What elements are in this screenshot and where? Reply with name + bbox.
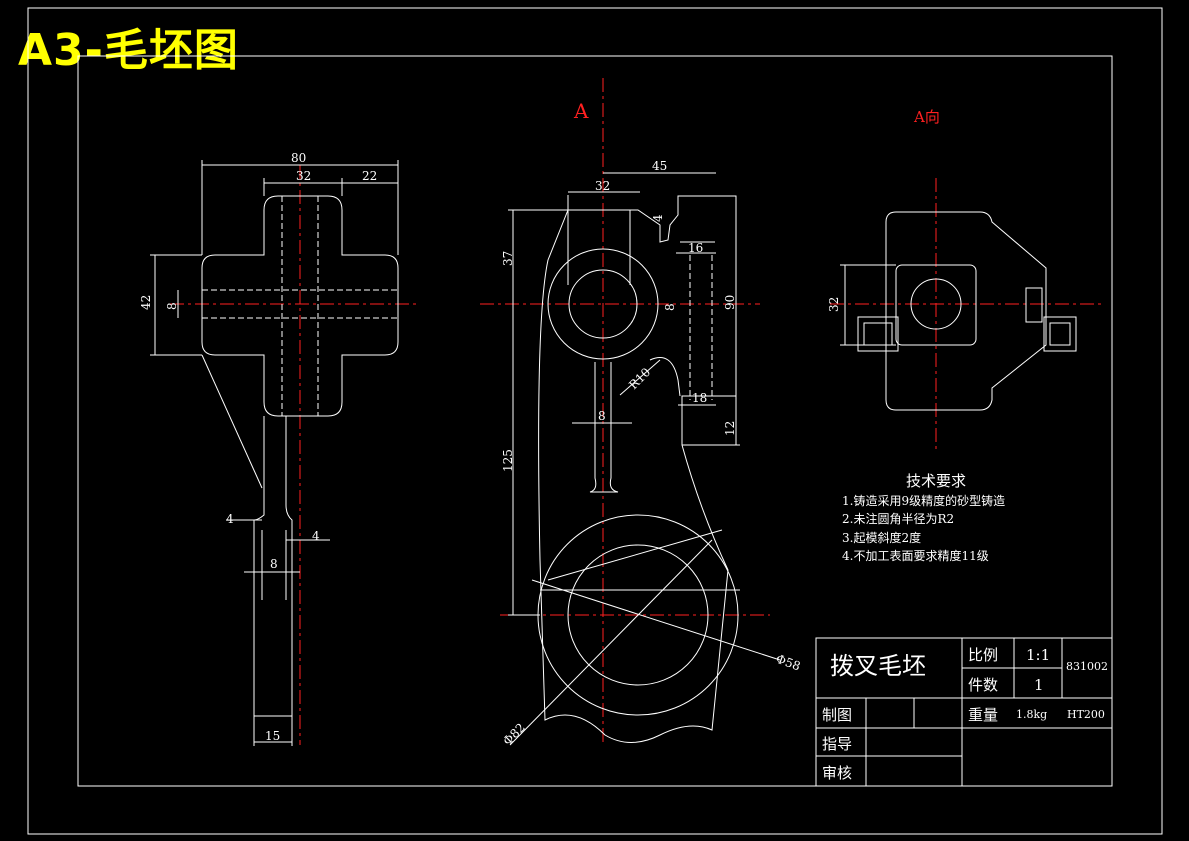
front-dim-8-rib: 8 — [598, 409, 606, 423]
scale-label: 比例 — [968, 646, 998, 664]
tech-requirement-2: 2.未注圆角半径为R2 — [842, 511, 954, 526]
title-block-text: 拨叉毛坯 比例 1:1 件数 1 831002 制图 重量 1.8kg HT20… — [822, 646, 1108, 782]
dim-22: 22 — [362, 169, 377, 183]
front-dim-4: 4 — [651, 214, 665, 222]
upper-boss-circle — [547, 248, 659, 360]
inner-frame — [77, 55, 1113, 787]
a-view-dim-32: 32 — [827, 297, 841, 312]
material: HT200 — [1067, 708, 1105, 721]
upper-hole-circle — [568, 269, 638, 339]
dim-4-left: 4 — [226, 512, 234, 526]
guide-label: 指导 — [822, 735, 852, 753]
dim-80: 80 — [291, 151, 306, 165]
front-body-outline — [538, 195, 737, 743]
review-label: 审核 — [822, 764, 852, 782]
front-dim-phi58: Φ58 — [774, 652, 802, 674]
scale-value: 1:1 — [1026, 646, 1050, 664]
drawing-number: 831002 — [1066, 660, 1108, 673]
quantity-label: 件数 — [968, 676, 998, 694]
front-dim-125: 125 — [501, 449, 515, 472]
tech-requirements-heading: 技术要求 — [906, 472, 966, 490]
front-dim-32: 32 — [595, 179, 610, 193]
front-dim-phi82: Φ82 — [500, 720, 528, 748]
front-dim-45: 45 — [652, 159, 667, 173]
lower-hole-circle — [567, 544, 709, 686]
dim-8-bottom: 8 — [270, 557, 278, 571]
side-view-dim-text: 80 32 22 42 8 4 4 8 15 — [139, 151, 377, 743]
front-dim-37: 37 — [501, 251, 515, 266]
front-dim-16: 16 — [688, 241, 703, 255]
a-direction-view — [830, 178, 1102, 452]
a-view-hole — [910, 278, 962, 330]
side-boss-outline — [201, 195, 399, 417]
a-view-outline — [885, 211, 1047, 411]
front-view — [480, 78, 781, 746]
side-view — [150, 160, 420, 746]
view-a-label: A — [573, 99, 589, 123]
side-stem-outline — [253, 416, 293, 717]
outer-frame — [27, 7, 1163, 835]
tech-requirement-1: 1.铸造采用9级精度的砂型铸造 — [842, 493, 1005, 508]
front-dim-12: 12 — [723, 421, 737, 436]
weight-value: 1.8kg — [1016, 708, 1047, 721]
quantity-value: 1 — [1034, 676, 1044, 694]
tech-requirements: 技术要求 1.铸造采用9级精度的砂型铸造 2.未注圆角半径为R2 3.起模斜度2… — [842, 472, 1005, 563]
dim-42: 42 — [139, 295, 153, 310]
front-dim-18: 18 — [692, 391, 707, 405]
drawn-label: 制图 — [822, 706, 852, 724]
title-block — [815, 637, 1113, 787]
dim-4-right: 4 — [312, 529, 320, 543]
dim-15: 15 — [265, 729, 280, 743]
a-direction-label: A向 — [913, 108, 940, 126]
dim-32: 32 — [296, 169, 311, 183]
front-dim-8-hole: 8 — [663, 303, 677, 311]
front-dim-90: 90 — [723, 295, 737, 310]
tech-requirement-3: 3.起模斜度2度 — [842, 530, 921, 545]
dim-8: 8 — [165, 302, 179, 310]
tech-requirement-4: 4.不加工表面要求精度11级 — [842, 548, 989, 563]
sheet-title: A3-毛坯图 — [18, 25, 239, 76]
rib-outline — [589, 362, 619, 493]
weight-label: 重量 — [968, 706, 998, 724]
front-view-dim-text: 32 45 4 37 16 8 90 R10 8 18 12 125 Φ58 Φ… — [500, 159, 802, 748]
part-name: 拨叉毛坯 — [830, 652, 926, 680]
